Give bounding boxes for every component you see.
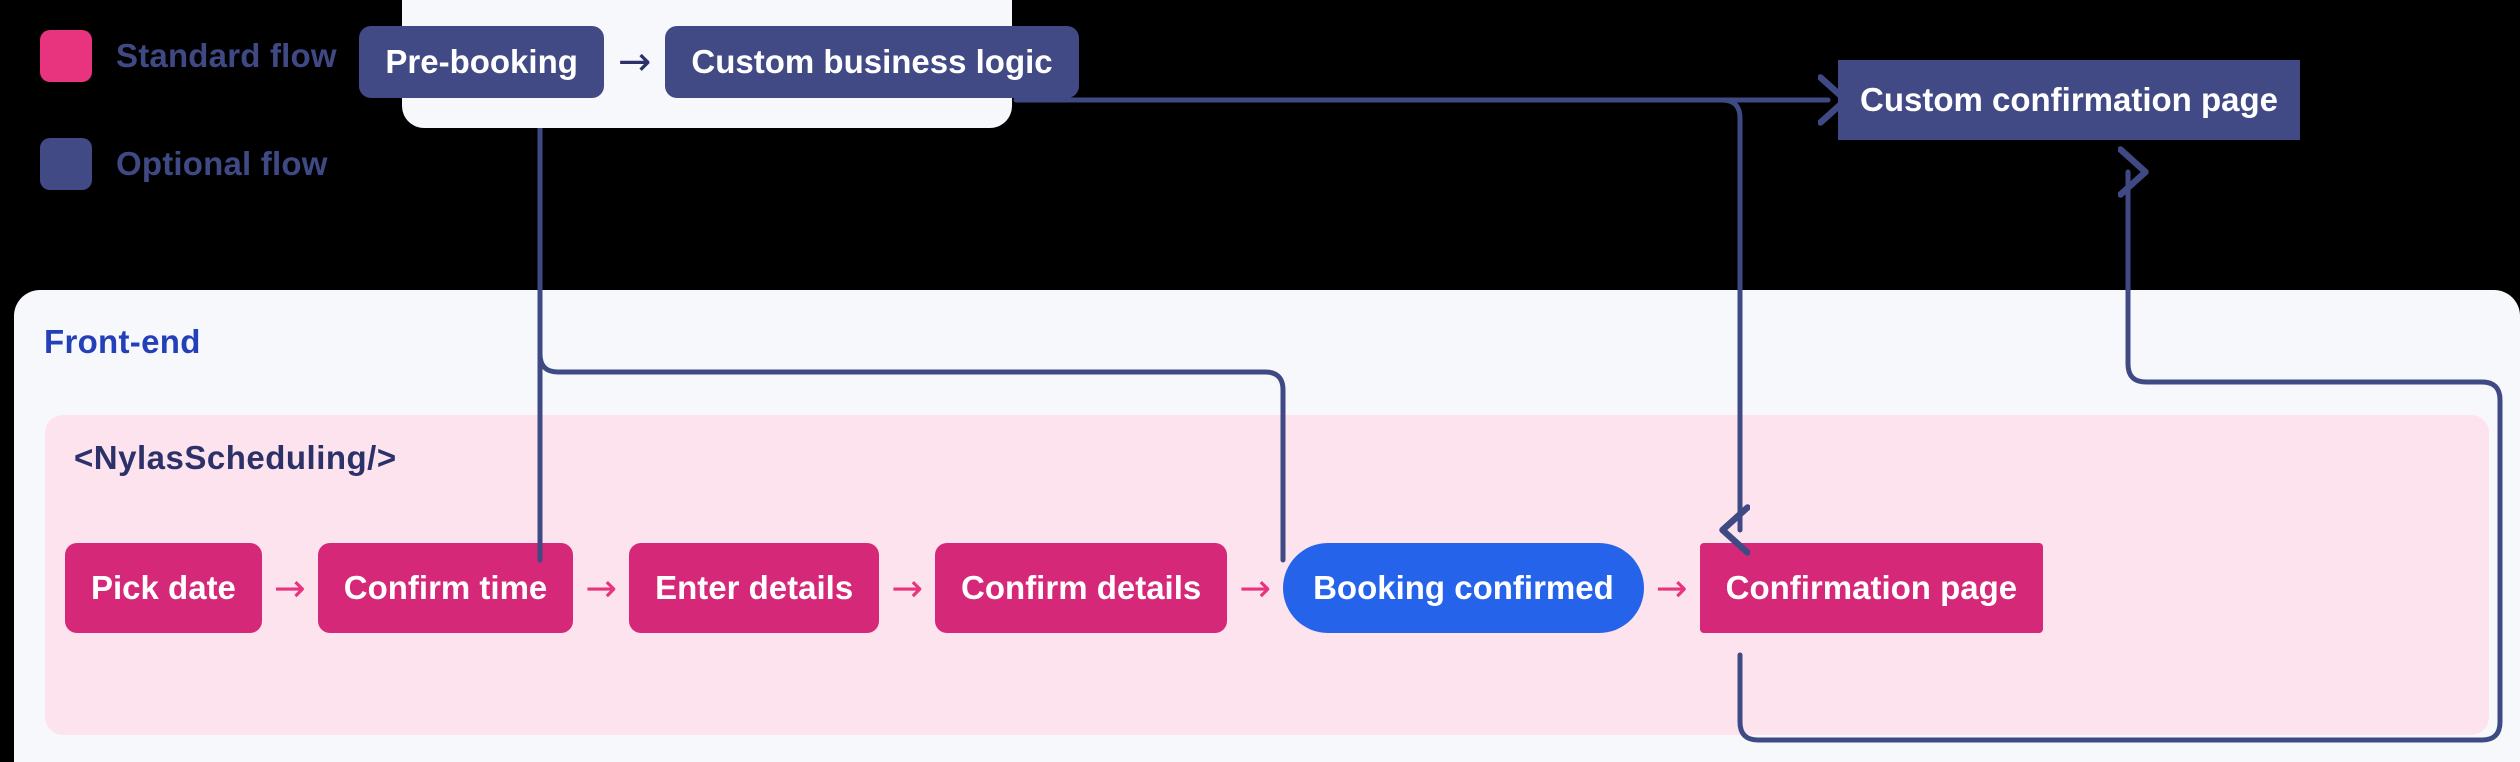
frontend-panel: Front-end <NylasScheduling/> Pick date →… [14, 290, 2520, 762]
legend-item-standard-flow: Standard flow [40, 28, 440, 84]
legend: Standard flow Optional flow [40, 28, 440, 244]
arrow-right-icon: → [585, 566, 618, 610]
step-enter-details[interactable]: Enter details [629, 543, 880, 633]
optional-flow-swatch [40, 138, 92, 190]
box-custom-business-logic[interactable]: Custom business logic [665, 26, 1079, 98]
nylas-scheduling-region: <NylasScheduling/> Pick date → Confirm t… [45, 415, 2489, 735]
step-confirmation-page[interactable]: Confirmation page [1699, 543, 2044, 633]
frontend-panel-title: Front-end [44, 323, 201, 360]
booking-step-row: Pick date → Confirm time → Enter details… [65, 543, 2044, 633]
arrow-right-icon: → [1655, 566, 1688, 610]
nylas-scheduling-tag: <NylasScheduling/> [74, 439, 397, 476]
step-pick-date[interactable]: Pick date [65, 543, 262, 633]
box-pre-booking[interactable]: Pre-booking [359, 26, 604, 98]
legend-label-standard-flow: Standard flow [116, 37, 337, 74]
step-confirm-time[interactable]: Confirm time [317, 543, 574, 633]
legend-label-optional-flow: Optional flow [116, 145, 328, 182]
arrow-right-icon: → [891, 566, 924, 610]
arrow-right-icon: → [273, 566, 306, 610]
arrow-right-icon: → [617, 39, 652, 85]
step-booking-confirmed[interactable]: Booking confirmed [1283, 543, 1644, 633]
backend-logic-card: Pre-booking → Custom business logic [359, 0, 1079, 128]
legend-item-optional-flow: Optional flow [40, 136, 440, 192]
standard-flow-swatch [40, 30, 92, 82]
step-confirm-details[interactable]: Confirm details [935, 543, 1228, 633]
box-custom-confirmation-page[interactable]: Custom confirmation page [1838, 60, 2301, 140]
arrow-right-icon: → [1239, 566, 1272, 610]
